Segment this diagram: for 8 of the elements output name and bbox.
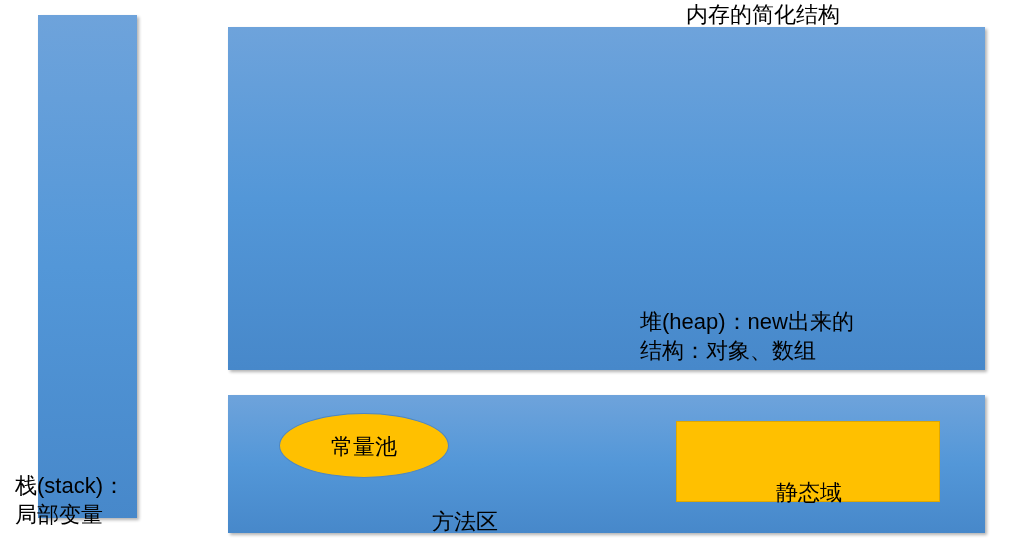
- heap-panel: [228, 27, 985, 370]
- method-area-panel: [228, 395, 985, 533]
- constant-pool-label: 常量池: [330, 432, 398, 460]
- method-area-label: 方法区: [432, 508, 499, 536]
- static-field-label: 静态域: [775, 479, 843, 507]
- static-field-box: [676, 421, 940, 502]
- heap-label: 堆(heap)：new出来的结构：对象、数组: [640, 308, 855, 365]
- diagram-title: 内存的简化结构: [686, 1, 840, 29]
